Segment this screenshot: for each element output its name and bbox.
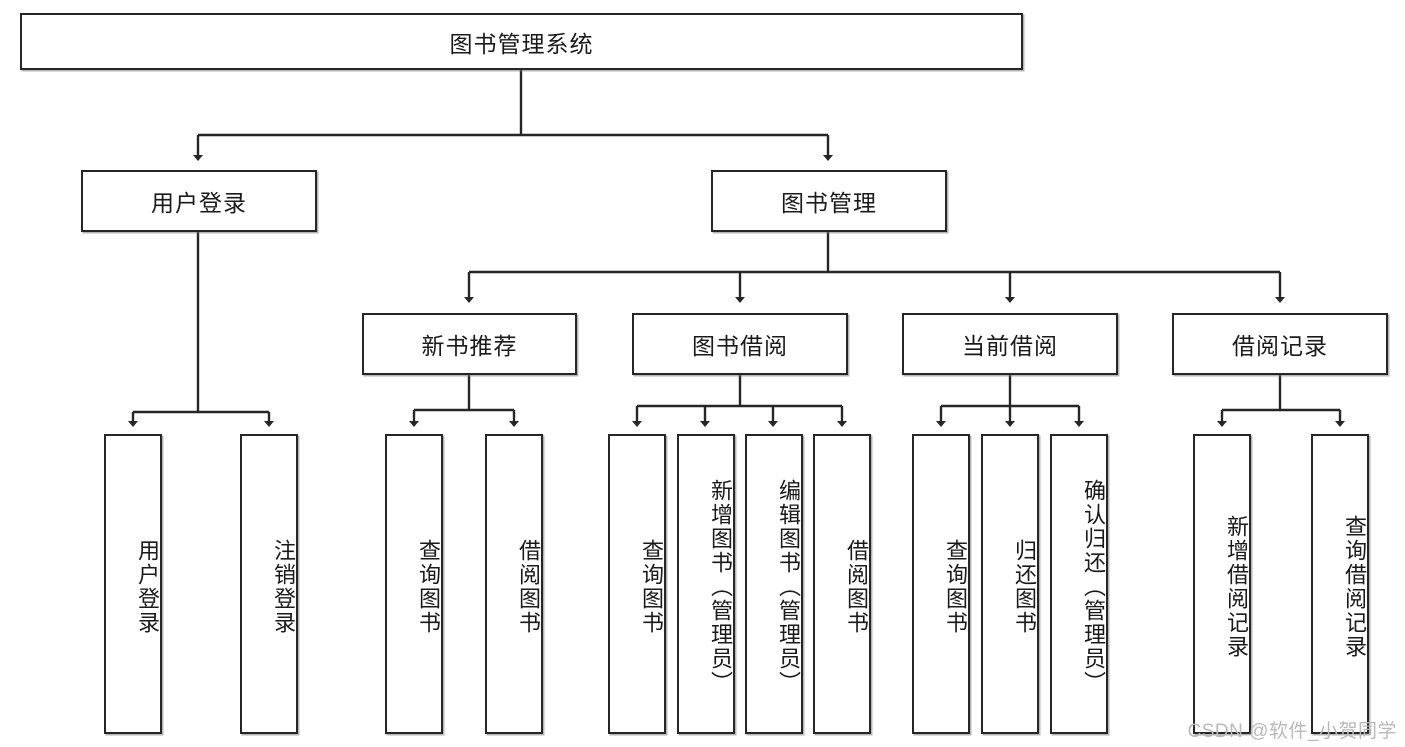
node-label: 归还图书	[1012, 539, 1037, 635]
node-new-book-recommend[interactable]: 新书推荐	[362, 313, 577, 375]
node-label: 新增图书（管理员）	[708, 479, 733, 695]
node-root-book-management-system[interactable]: 图书管理系统	[20, 13, 1023, 70]
node-label: 借阅图书	[516, 539, 541, 635]
leaf-current-borrow-confirm-return-admin[interactable]: 确认归还（管理员）	[1050, 434, 1108, 734]
node-label: 用户登录	[135, 539, 160, 635]
node-label: 编辑图书（管理员）	[776, 479, 801, 695]
node-book-management[interactable]: 图书管理	[711, 170, 947, 232]
node-label: 图书管理	[781, 190, 877, 216]
node-label: 用户登录	[151, 190, 247, 216]
leaf-book-borrow-add-admin[interactable]: 新增图书（管理员）	[677, 434, 735, 734]
node-book-borrow[interactable]: 图书借阅	[632, 313, 848, 375]
node-label: 当前借阅	[962, 333, 1058, 359]
node-label: 借阅图书	[844, 539, 869, 635]
node-label: 查询图书	[416, 539, 441, 635]
node-label: 查询图书	[943, 539, 968, 635]
leaf-book-borrow-edit-admin[interactable]: 编辑图书（管理员）	[745, 434, 803, 734]
node-label: 借阅记录	[1232, 333, 1328, 359]
node-user-login[interactable]: 用户登录	[81, 170, 317, 232]
leaf-book-borrow-query[interactable]: 查询图书	[608, 434, 666, 734]
node-borrow-record[interactable]: 借阅记录	[1172, 313, 1388, 375]
node-label: 新书推荐	[421, 333, 518, 359]
leaf-current-borrow-return[interactable]: 归还图书	[981, 434, 1039, 734]
watermark-text: CSDN @软件_小贺同学	[1187, 721, 1397, 742]
leaf-borrow-record-query[interactable]: 查询借阅记录	[1311, 434, 1369, 734]
leaf-new-book-borrow[interactable]: 借阅图书	[485, 434, 543, 734]
node-label: 确认归还（管理员）	[1081, 479, 1106, 695]
leaf-user-login-logout[interactable]: 注销登录	[240, 434, 298, 734]
node-label: 图书借阅	[692, 333, 788, 359]
leaf-borrow-record-add[interactable]: 新增借阅记录	[1193, 434, 1251, 734]
leaf-current-borrow-query[interactable]: 查询图书	[912, 434, 970, 734]
node-current-borrow[interactable]: 当前借阅	[902, 313, 1118, 375]
node-label: 查询图书	[639, 539, 664, 635]
node-label: 注销登录	[271, 539, 296, 635]
leaf-user-login-login[interactable]: 用户登录	[104, 434, 162, 734]
node-label: 图书管理系统	[449, 30, 594, 57]
leaf-new-book-query[interactable]: 查询图书	[385, 434, 443, 734]
node-label: 新增借阅记录	[1224, 515, 1249, 659]
node-label: 查询借阅记录	[1342, 515, 1367, 659]
leaf-book-borrow-borrow[interactable]: 借阅图书	[813, 434, 871, 734]
